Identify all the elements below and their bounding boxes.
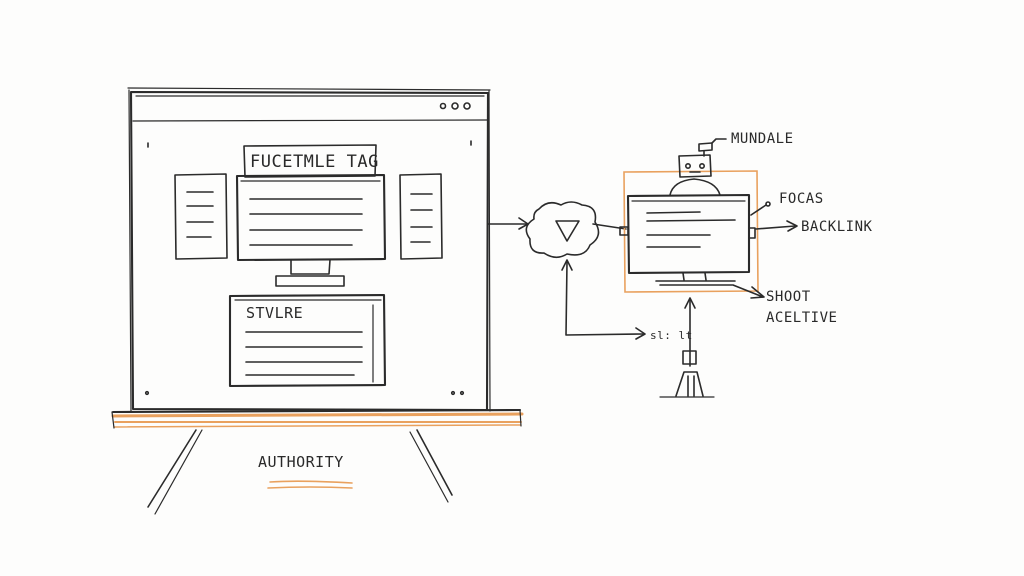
window-control-icons [439,102,471,110]
backlink-label: BACKLINK [801,219,873,235]
corner-dot-marks [144,140,472,396]
focas-label: FOCAS [779,191,824,207]
center-monitor-card [235,173,387,287]
structure-label: STVLRE [246,304,303,322]
left-side-card [174,173,228,260]
small-note-label: sl: lt [650,329,693,342]
meta-tag-header-box: FUCETMLE TAG [243,144,379,178]
authority-label: AUTHORITY [258,453,344,471]
structure-card: STVLRE [228,293,387,388]
feedback-loop-arrows: sl: lt [561,223,696,367]
funnel-icon [555,220,580,242]
right-side-card [399,173,443,260]
acetive-label: ACELTIVE [766,310,837,326]
shoot-label: SHOOT [766,289,811,305]
meta-tag-label: FUCETMLE TAG [250,152,379,172]
person-figure [659,350,715,398]
mundale-label: MUNDALE [731,131,794,147]
desk-legs [147,429,453,515]
robot-icon [669,142,721,196]
cloud-funnel-node [525,201,600,259]
robot-monitor [619,193,756,286]
authority-note: AUTHORITY [258,453,353,489]
browser-window [127,87,491,413]
label-pointers [711,138,798,299]
arrow-to-cloud [487,217,529,230]
desk-shelf [111,408,524,429]
